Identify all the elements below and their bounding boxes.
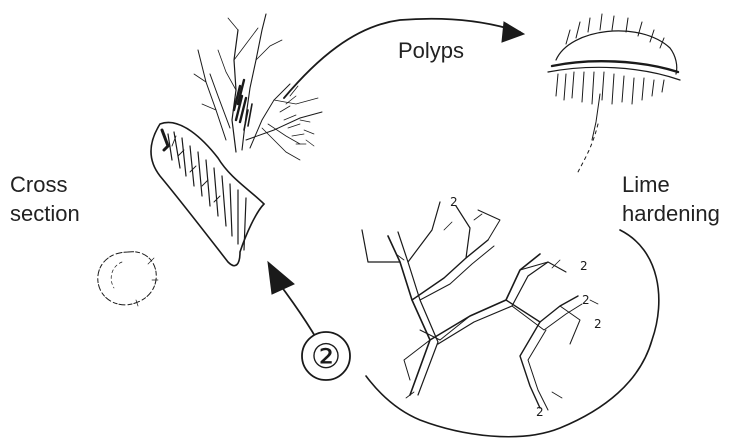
- step-number-text: ②: [311, 337, 341, 377]
- lime-hardening-label-line1: Lime: [622, 170, 720, 199]
- svg-text:2: 2: [582, 293, 590, 307]
- svg-text:2: 2: [536, 405, 544, 419]
- cross-section-blade-sketch: [151, 122, 264, 265]
- branching-coral-sketch: [194, 14, 322, 160]
- coral-ring-sketch: [98, 252, 158, 306]
- step-number-badge: ②: [302, 332, 350, 380]
- lime-hardening-path: [366, 124, 659, 437]
- polyps-label-text: Polyps: [398, 36, 464, 65]
- cross-section-label-line1: Cross: [10, 170, 80, 199]
- cross-section-label-line2: section: [10, 199, 80, 228]
- lime-skeleton-sketch: 2 2 2 2 2: [362, 195, 602, 419]
- cross-section-label: Cross section: [10, 170, 80, 228]
- svg-text:2: 2: [594, 317, 602, 331]
- svg-text:2: 2: [580, 259, 588, 273]
- polyps-label: Polyps: [398, 36, 464, 65]
- svg-text:2: 2: [450, 195, 458, 209]
- polyp-cap-sketch: [548, 14, 680, 140]
- lime-hardening-label: Lime hardening: [622, 170, 720, 228]
- lime-hardening-label-line2: hardening: [622, 199, 720, 228]
